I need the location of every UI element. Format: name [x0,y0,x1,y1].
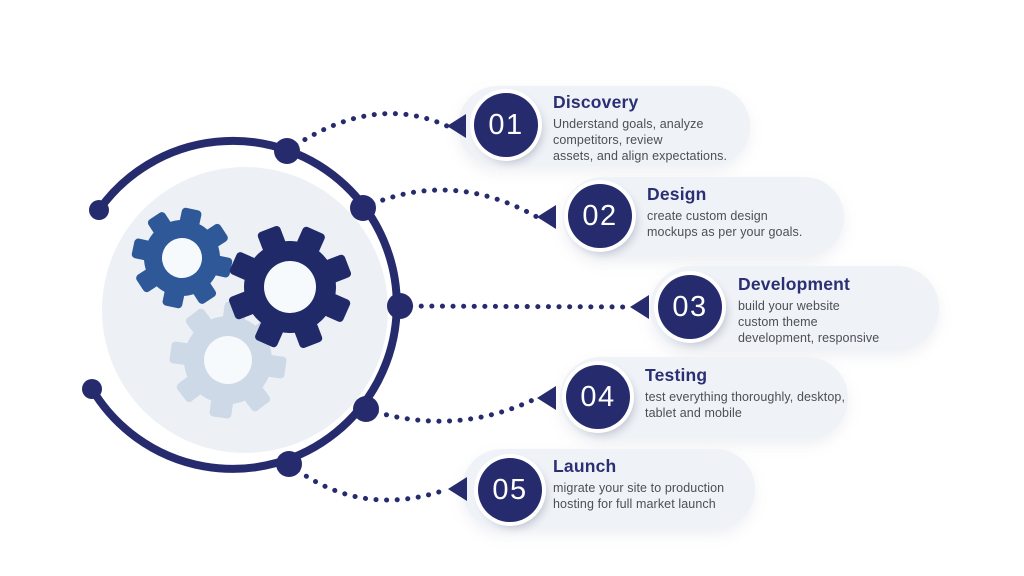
step-number-badge: 05 [478,458,542,522]
step-description-line: tablet and mobile [645,406,742,420]
step-title: Testing [645,365,708,385]
step-description-line: custom theme [738,315,818,329]
connector-node [350,195,376,221]
arc-endpoint-dot [82,379,102,399]
connector-dotted-line [360,187,540,220]
step-number-badge: 03 [658,275,722,339]
step-description-line: migrate your site to production [553,481,725,495]
step-description-line: create custom design [647,209,768,223]
step-text-design: Design create custom design mockups as p… [647,184,802,240]
step-description-line: mockups as per your goals. [647,225,803,239]
arrow-icon [537,205,556,229]
arrow-icon [447,114,466,138]
connector-node [387,293,413,319]
gear-icon [131,207,233,309]
connector-node [353,396,379,422]
step-number-badge: 04 [566,365,630,429]
step-title: Design [647,184,707,204]
step-number: 01 [488,108,524,141]
gear-icon [228,225,352,349]
arrow-icon [448,477,467,501]
step-title: Discovery [553,92,639,112]
step-description-line: build your website [738,299,840,313]
step-description-line: competitors, review [553,133,663,147]
arc-endpoint-dot [89,200,109,220]
step-number: 05 [492,473,528,506]
step-text-launch: Launch migrate your site to production h… [553,456,724,512]
step-number: 04 [580,380,616,413]
step-description-line: development, responsive [738,331,880,345]
connector-dotted-line [284,111,450,154]
connector-dotted-line [363,395,540,424]
step-number: 03 [672,290,708,323]
step-title: Launch [553,456,617,476]
step-number: 02 [582,199,618,232]
step-title: Development [738,274,851,294]
step-description-line: Understand goals, analyze [553,117,704,131]
connector-dotted-line [397,303,633,310]
gear-icon [169,301,287,419]
connector-node [276,451,302,477]
connector-dotted-line [286,461,451,503]
step-number-badge: 01 [474,93,538,157]
step-text-development: Development build your website custom th… [738,274,879,346]
step-description-line: test everything thoroughly, desktop, [645,390,846,404]
step-text-discovery: Discovery Understand goals, analyze comp… [553,92,727,164]
arrow-icon [537,386,556,410]
connector-node [274,138,300,164]
arrow-icon [630,295,649,319]
step-description-line: hosting for full market launch [553,497,716,511]
step-number-badge: 02 [568,184,632,248]
step-text-testing: Testing test everything thoroughly, desk… [645,365,845,421]
step-description-line: assets, and align expectations. [553,149,728,163]
